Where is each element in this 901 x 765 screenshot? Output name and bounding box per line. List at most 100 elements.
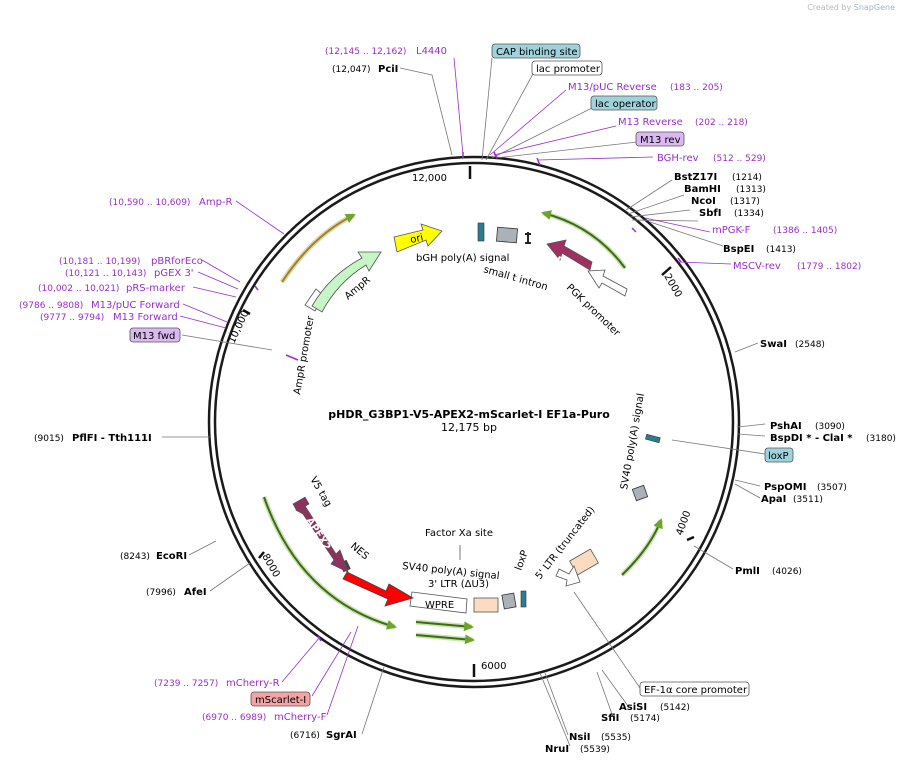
enzyme-pos-asisi: (5142) xyxy=(660,703,690,713)
enzyme-pos-pcii: (12,047) xyxy=(332,65,371,75)
box-loxp: loxP xyxy=(768,451,789,462)
enzyme-labels: (12,047) PciI BstZ17I (1214) BamHI (1313… xyxy=(34,64,896,755)
enzyme-pos-apai: (3511) xyxy=(793,495,823,505)
credit-prefix: Created by xyxy=(807,3,852,12)
enzyme-pos-bspdi-clai: (3180) xyxy=(866,434,896,444)
enzyme-pos-bstz17i: (1214) xyxy=(732,173,762,183)
ampr-arrow xyxy=(311,251,382,313)
primer-mcherry-f: mCherry-F xyxy=(274,712,327,723)
grey-block-lower xyxy=(501,592,517,610)
nes-label: NES xyxy=(348,541,371,562)
primer-pos-mcherry-f: (6970 .. 6989) xyxy=(202,713,266,723)
tick-label-8000: 8000 xyxy=(259,552,281,580)
enzyme-pspomi: PspOMI xyxy=(764,482,806,493)
primer-labels: (12,145 .. 12,162) L4440 M13/pUC Reverse… xyxy=(19,46,861,723)
primer-pos-m13-forward: (9777 .. 9794) xyxy=(40,313,104,323)
enzyme-pos-nrui: (5539) xyxy=(580,745,610,755)
ltr5-promoter-arrow xyxy=(555,565,581,587)
loxp-lower-label: loxP xyxy=(513,549,530,572)
primer-pos-m13puc-reverse: (183 .. 205) xyxy=(670,83,723,93)
sv40-right-block xyxy=(631,484,649,502)
smallt-block xyxy=(495,226,519,244)
box-mscarlet-i: mScarlet-I xyxy=(255,695,306,706)
primer-amp-r: Amp-R xyxy=(199,197,233,208)
ltr3-label: 3' LTR (ΔU3) xyxy=(428,579,489,590)
enzyme-pmli: PmlI xyxy=(735,566,760,577)
boxed-labels: CAP binding site lac promoter lac operat… xyxy=(129,43,794,707)
ampr-promoter-label: AmpR promoter xyxy=(292,314,317,395)
tick-label-6000: 6000 xyxy=(481,661,506,672)
primer-site-marks xyxy=(254,151,682,642)
primer-pos-mpgk-f: (1386 .. 1405) xyxy=(773,226,837,236)
enzyme-swai: SwaI xyxy=(760,339,787,350)
primer-pos-l4440: (12,145 .. 12,162) xyxy=(325,47,406,57)
smallt-label: small t intron xyxy=(482,264,549,293)
primer-m13puc-forward: M13/pUC Forward xyxy=(91,300,180,311)
enzyme-asisi: AsiSI xyxy=(619,702,647,713)
enzyme-nrui: NruI xyxy=(545,744,569,755)
box-m13-rev: M13 rev xyxy=(640,135,681,146)
bgh-label: bGH poly(A) signal xyxy=(416,253,509,264)
enzyme-ncoi: NcoI xyxy=(691,196,716,207)
enzyme-pshai: PshAI xyxy=(770,421,802,432)
ori-label: ori xyxy=(409,232,424,245)
enzyme-pos-sfii: (5174) xyxy=(630,714,660,724)
plasmid-backbone xyxy=(207,155,741,689)
enzyme-sfii: SfiI xyxy=(601,713,619,724)
nes-arrow xyxy=(342,571,415,607)
primer-pos-pbrforeco: (10,181 .. 10,199) xyxy=(59,257,140,267)
primer-l4440: L4440 xyxy=(416,46,447,57)
enzyme-pos-pflfi: (9015) xyxy=(34,434,64,444)
plasmid-size: 12,175 bp xyxy=(441,421,497,434)
enzyme-pos-pshai: (3090) xyxy=(815,422,845,432)
box-m13-fwd: M13 fwd xyxy=(133,331,175,342)
primer-pos-m13-reverse: (202 .. 218) xyxy=(695,118,748,128)
v5-label: V5 tag xyxy=(307,475,333,509)
tick-label-2000: 2000 xyxy=(661,272,683,300)
tick-label-12000: 12,000 xyxy=(412,173,447,184)
enzyme-pflfi-tth111i: PflFI - Tth111I xyxy=(72,433,152,444)
primer-pos-mscv-rev: (1779 .. 1802) xyxy=(797,262,861,272)
primer-pbrforeco: pBRforEco xyxy=(151,256,203,267)
ltr3-block xyxy=(473,597,499,613)
primer-m13puc-reverse: M13/pUC Reverse xyxy=(568,82,657,93)
primer-pos-bgh-rev: (512 .. 529) xyxy=(713,154,766,164)
label-connectors xyxy=(162,57,766,747)
snapgene-credit: Created by SnapGene xyxy=(807,3,895,12)
pgk-label: PGK promoter xyxy=(564,282,623,339)
primer-pgex3: pGEX 3' xyxy=(154,268,194,279)
plasmid-name: pHDR_G3BP1-V5-APEX2-mScarlet-I EF1a-Puro xyxy=(328,408,610,421)
primer-pos-m13puc-forward: (9786 .. 9808) xyxy=(19,301,83,311)
ori-arrow xyxy=(393,223,443,253)
primer-prs-marker: pRS-marker xyxy=(126,283,186,294)
box-lac-operator: lac operator xyxy=(595,99,656,110)
cut-mark xyxy=(525,232,531,244)
factor-xa-label: Factor Xa site xyxy=(425,528,493,539)
enzyme-bstz17i: BstZ17I xyxy=(674,172,717,183)
tick-label-10000: 10,000 xyxy=(227,309,252,345)
primer-pos-amp-r: (10,590 .. 10,609) xyxy=(109,198,190,208)
box-ef1a-core-promoter: EF-1α core promoter xyxy=(644,685,748,696)
primer-m13-forward: M13 Forward xyxy=(113,312,178,323)
v5-block xyxy=(292,496,310,512)
enzyme-pos-pmli: (4026) xyxy=(772,567,802,577)
primer-bgh-rev: BGH-rev xyxy=(657,153,699,164)
snapgene-logo: SnapGene xyxy=(853,3,895,12)
sv40-right-label: SV40 poly(A) signal xyxy=(619,392,647,490)
loxp-lower-block xyxy=(520,590,527,608)
bgh-block xyxy=(477,222,485,242)
enzyme-sbfi: SbfI xyxy=(699,208,721,219)
box-cap-binding-site: CAP binding site xyxy=(496,47,578,58)
enzyme-apai: ApaI xyxy=(761,494,786,505)
enzyme-nsii: NsiI xyxy=(569,732,590,743)
enzyme-pcii: PciI xyxy=(378,64,398,75)
primer-pos-mcherry-r: (7239 .. 7257) xyxy=(154,679,218,689)
enzyme-bspei: BspEI xyxy=(723,244,754,255)
dta-arrow xyxy=(546,239,593,271)
enzyme-pos-sbfi: (1334) xyxy=(734,209,764,219)
enzyme-pos-swai: (2548) xyxy=(795,340,825,350)
primer-mcherry-r: mCherry-R xyxy=(226,678,280,689)
enzyme-pos-ecori: (8243) xyxy=(120,552,150,562)
primer-mscv-rev: MSCV-rev xyxy=(733,261,781,272)
enzyme-bamhi: BamHI xyxy=(684,184,721,195)
